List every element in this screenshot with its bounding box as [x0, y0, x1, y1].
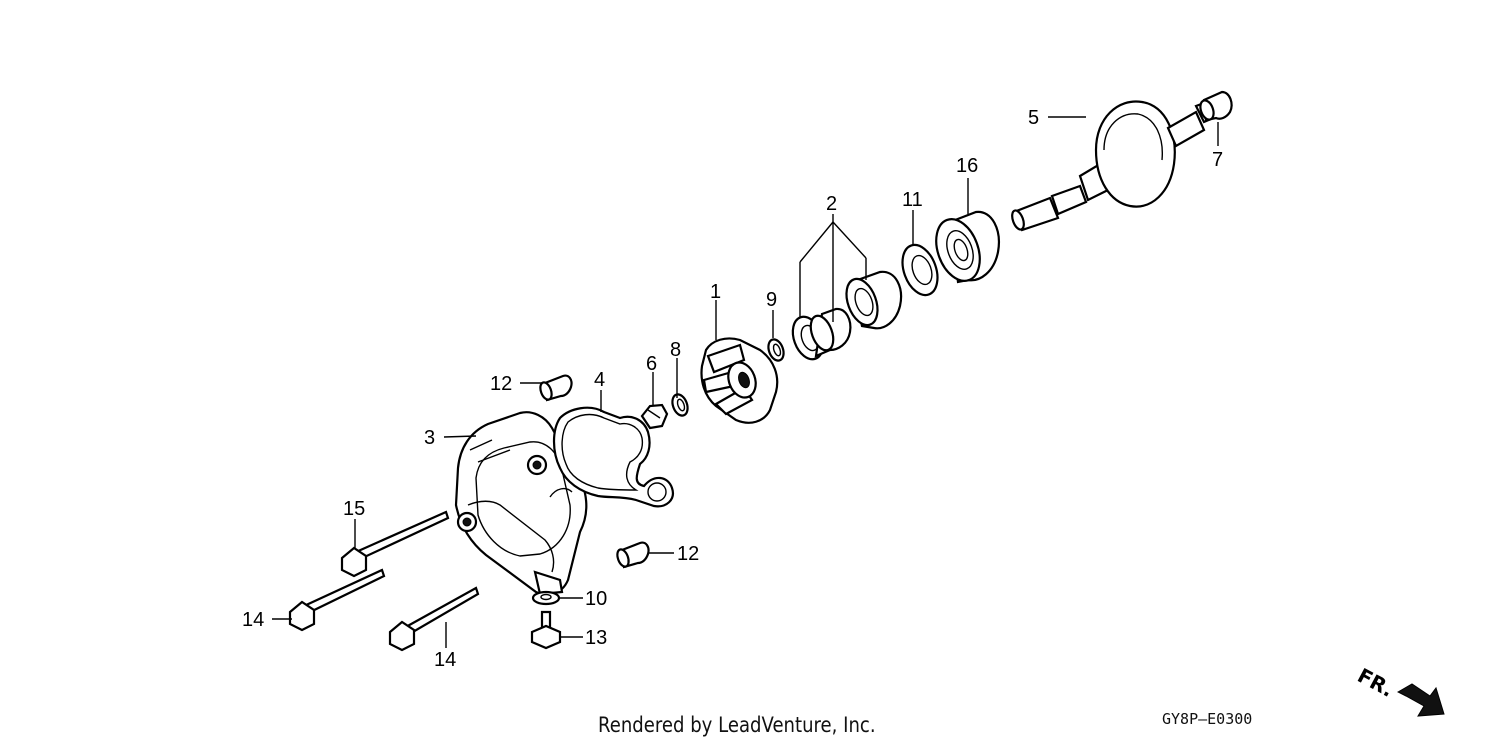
callout-14-lower: 14 — [434, 649, 456, 671]
diagram-code: GY8P—E0300 — [1162, 710, 1253, 728]
credit-text: Rendered by LeadVenture, Inc. — [598, 713, 876, 737]
callout-16: 16 — [956, 155, 978, 177]
part-16-ball-bearing[interactable] — [928, 210, 1000, 287]
part-6-cap-nut[interactable] — [640, 403, 669, 430]
part-14-flange-bolt-lower[interactable] — [388, 586, 480, 652]
callout-8: 8 — [670, 339, 681, 361]
callout-14-left: 14 — [242, 609, 264, 631]
callout-3: 3 — [424, 427, 435, 449]
callout-12-lower: 12 — [677, 543, 699, 565]
part-13-bolt[interactable] — [530, 610, 562, 650]
callout-13: 13 — [585, 627, 607, 649]
part-2-mechanical-seal[interactable] — [787, 270, 903, 364]
callout-1: 1 — [710, 281, 721, 303]
callout-2: 2 — [826, 193, 837, 215]
leader-lines — [272, 116, 1219, 648]
callout-10: 10 — [585, 588, 607, 610]
callout-12-upper: 12 — [490, 373, 512, 395]
part-8-washer[interactable] — [670, 392, 691, 417]
part-4-gasket[interactable] — [552, 406, 674, 508]
callout-7: 7 — [1212, 149, 1223, 171]
front-direction-indicator: FR. — [1354, 663, 1445, 717]
part-1-impeller[interactable] — [700, 337, 779, 424]
callout-4: 4 — [594, 369, 605, 391]
part-5-pump-shaft-gear[interactable] — [1010, 98, 1220, 232]
part-11-oil-seal[interactable] — [896, 240, 944, 300]
part-12-dowel-lower[interactable] — [615, 541, 650, 569]
front-arrow-icon — [1396, 683, 1445, 717]
callout-11: 11 — [902, 189, 923, 211]
part-12-dowel-upper[interactable] — [538, 374, 573, 402]
part-14-flange-bolt-left[interactable] — [288, 568, 386, 632]
part-9-washer[interactable] — [766, 337, 787, 362]
callout-15: 15 — [343, 498, 365, 520]
callout-9: 9 — [766, 289, 777, 311]
part-3-pump-cover[interactable] — [454, 411, 588, 596]
fr-label: FR. — [1354, 663, 1398, 702]
callout-6: 6 — [646, 353, 657, 375]
part-7-collar[interactable] — [1198, 90, 1233, 122]
part-15-flange-bolt[interactable] — [340, 510, 450, 578]
callout-5: 5 — [1028, 107, 1039, 129]
part-10-washer[interactable] — [531, 590, 561, 606]
